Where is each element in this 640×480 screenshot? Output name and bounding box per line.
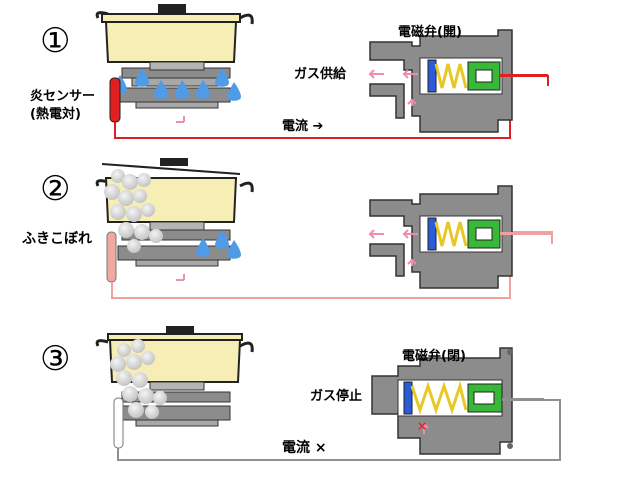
valve-3 xyxy=(371,347,544,455)
gas-flow-arrow-2 xyxy=(176,274,185,281)
gas-in-arrow-1 xyxy=(407,98,417,106)
gas-in-arrow-3 xyxy=(419,422,429,434)
panel-3-number: ③ xyxy=(40,339,70,379)
gas-label-3: ガス停止 xyxy=(310,388,362,404)
foam-2 xyxy=(104,169,163,253)
gas-label-1: ガス供給 xyxy=(294,66,347,82)
wire-3 xyxy=(117,399,561,461)
panel-3: ③ 電流 × xyxy=(40,326,561,461)
panel-2: ② xyxy=(22,158,553,299)
valve-2 xyxy=(369,185,552,289)
gas-out-arrow-2 xyxy=(368,229,384,239)
current-label-1: 電流 ➔ xyxy=(282,118,324,134)
boilover-label: ふきこぼれ xyxy=(22,231,92,247)
panel-1-number: ① xyxy=(40,21,70,61)
gas-through-arrow-2 xyxy=(402,229,418,239)
current-label-3: 電流 × xyxy=(282,439,327,456)
valve-label-1: 電磁弁(開) xyxy=(398,24,462,40)
gas-through-arrow-1 xyxy=(402,69,418,79)
sensor-label-1: 炎センサー xyxy=(30,88,95,104)
burner-1 xyxy=(117,61,231,109)
valve-label-3: 電磁弁(閉) xyxy=(402,348,466,364)
gas-flow-arrow-1 xyxy=(176,116,185,123)
thermocouple-2 xyxy=(106,231,117,283)
gas-out-arrow-1 xyxy=(368,69,384,79)
gas-stop-mark: × xyxy=(417,419,427,433)
pot-1 xyxy=(95,4,254,63)
panel-1: ① 炎センサー (熱電対) xyxy=(30,4,549,139)
sensor-label-2: (熱電対) xyxy=(30,106,81,122)
thermocouple-3 xyxy=(113,397,124,449)
gas-in-arrow-2 xyxy=(407,258,417,266)
panel-2-number: ② xyxy=(40,169,70,209)
valve-1 xyxy=(369,29,548,133)
thermocouple-1 xyxy=(109,77,121,123)
foam-3 xyxy=(110,339,167,419)
